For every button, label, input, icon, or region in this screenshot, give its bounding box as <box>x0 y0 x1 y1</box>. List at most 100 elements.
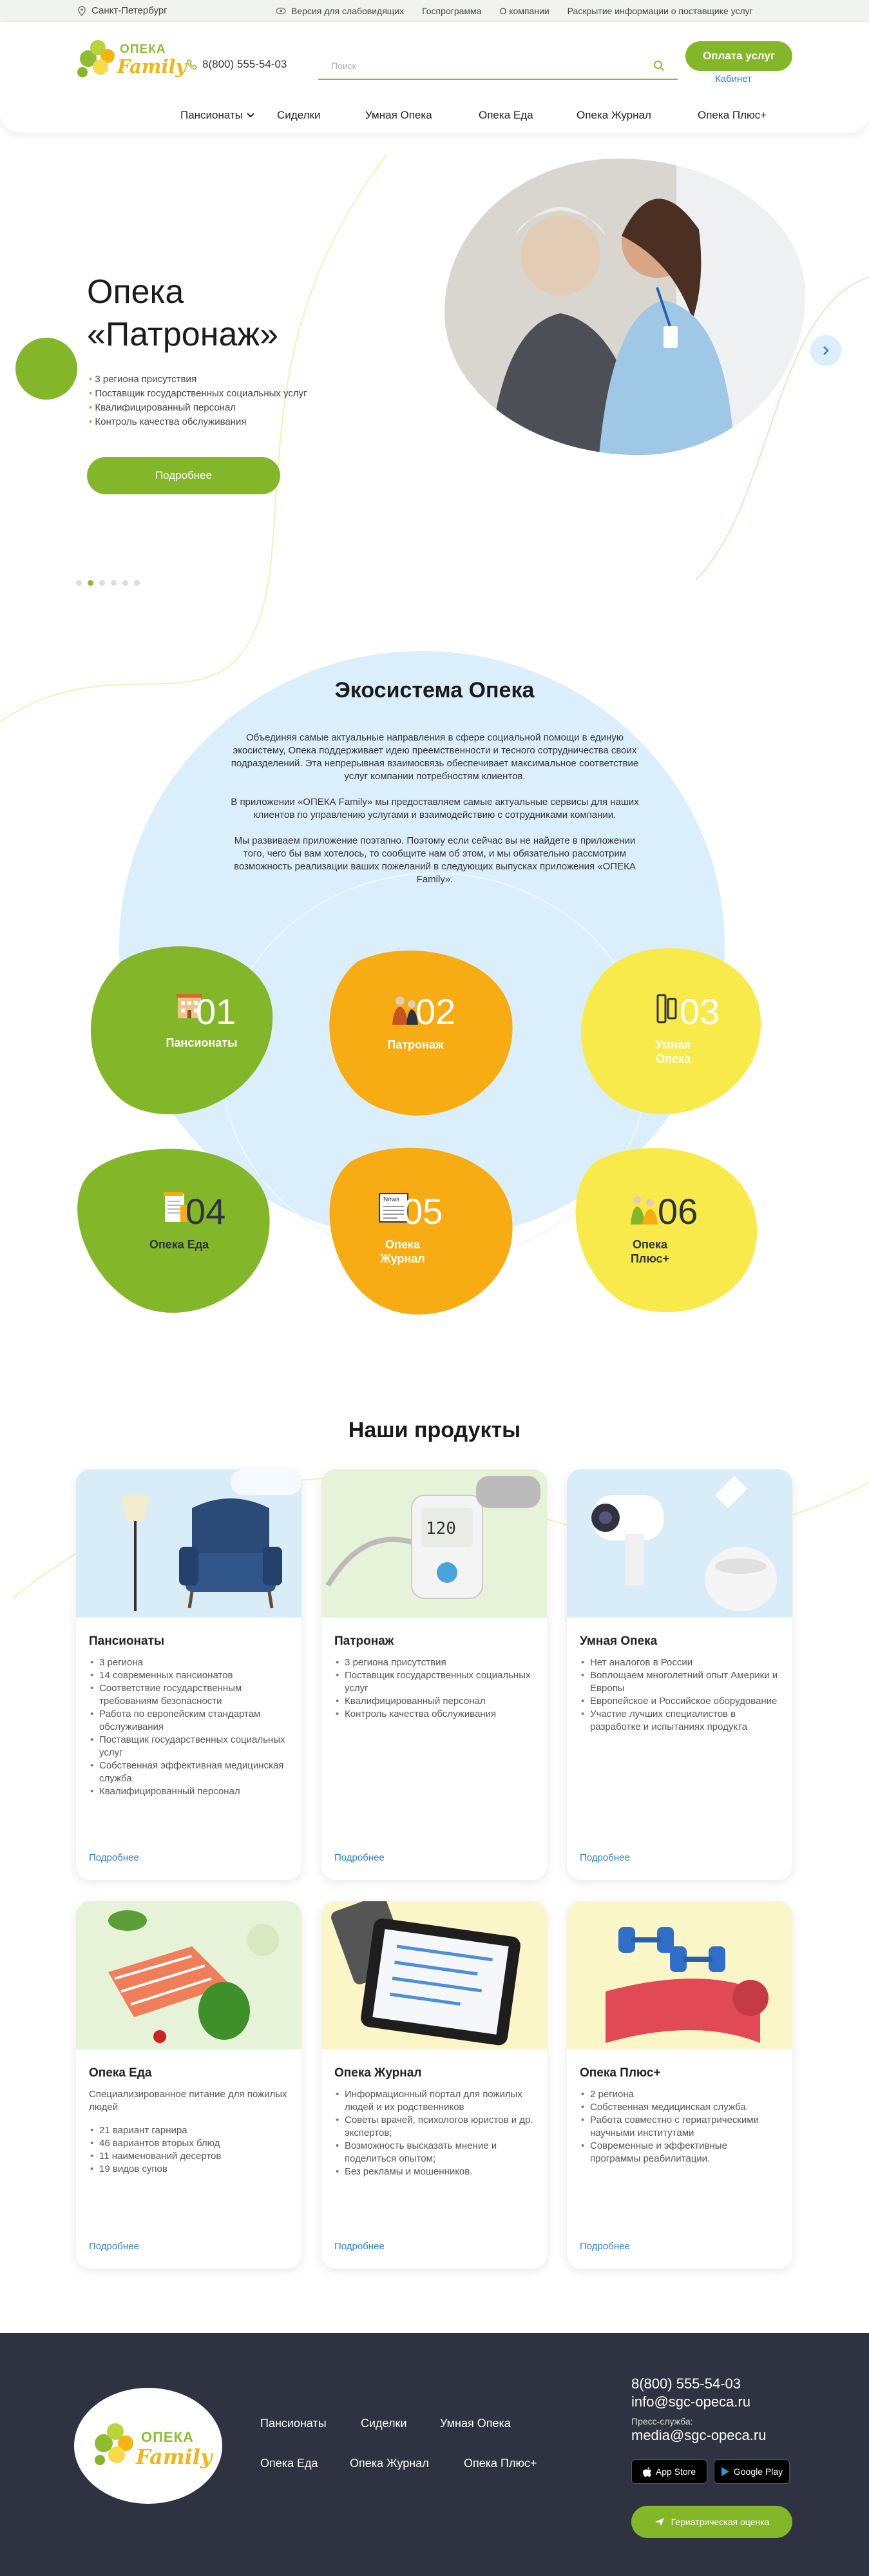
card-more-link[interactable]: Подробнее <box>580 2241 630 2252</box>
header-phone[interactable]: 8(800) 555-54-03 <box>187 58 287 71</box>
svg-text:News: News <box>383 1196 399 1203</box>
card-more-link[interactable]: Подробнее <box>89 1852 139 1863</box>
card-list-item: Без рекламы и мошенников. <box>334 2165 534 2178</box>
blob-shape <box>90 946 273 1114</box>
card-more-link[interactable]: Подробнее <box>334 1852 385 1863</box>
blob-path <box>329 1147 513 1315</box>
card-list-item: Возможность высказать мнение и поделитьс… <box>334 2140 534 2165</box>
blob-path <box>329 950 513 1116</box>
search-icon[interactable] <box>653 60 665 72</box>
slider-dot[interactable] <box>88 580 93 586</box>
card-list-item: 3 региона <box>89 1656 289 1669</box>
camera-sensor-illustration <box>591 1476 777 1611</box>
footer-phone[interactable]: 8(800) 555-54-03 <box>631 2376 741 2392</box>
eco-label: Опека Плюс+ <box>630 1238 670 1265</box>
card-list-item: 11 наименований десертов <box>89 2150 289 2163</box>
product-card-patronage[interactable]: 120 Патронаж 3 региона присутствия Поста… <box>321 1469 547 1880</box>
product-card-smart-care[interactable]: Умная Опека Нет аналогов в России Воплощ… <box>567 1469 792 1880</box>
card-image <box>76 1469 301 1618</box>
about-link[interactable]: О компании <box>499 6 549 16</box>
nav-item-smart-care[interactable]: Умная Опека <box>365 109 432 121</box>
search-input[interactable]: Поиск <box>318 53 678 80</box>
hero-side-badge <box>15 338 77 400</box>
card-title: Опека Журнал <box>334 2066 422 2080</box>
hero-title-line1: Опека <box>87 273 184 311</box>
googleplay-label: Google Play <box>733 2466 783 2477</box>
slider-dot[interactable] <box>134 580 140 586</box>
hero-bullet: Квалифицированный персонал <box>89 401 307 415</box>
footer-nav-food[interactable]: Опека Еда <box>260 2457 318 2470</box>
eco-item-plus[interactable]: 06 Опека Плюс+ <box>564 1136 763 1322</box>
card-list-item: Собственная эффективная медицинская служ… <box>89 1759 289 1785</box>
footer-nav-plus[interactable]: Опека Плюс+ <box>464 2457 537 2470</box>
tonometer-illustration: 120 <box>325 1476 540 1599</box>
nav-item-plus[interactable]: Опека Плюс+ <box>698 109 767 121</box>
gov-program-link[interactable]: Госпрограмма <box>422 6 482 16</box>
caregiver-photo-illustration <box>444 159 805 455</box>
eco-item-food[interactable]: 04 Опека Еда <box>76 1136 276 1322</box>
footer-email[interactable]: info@sgc-opeca.ru <box>631 2394 750 2410</box>
cabinet-link[interactable]: Кабинет <box>715 73 752 84</box>
slider-dot[interactable] <box>111 580 117 586</box>
card-list: Нет аналогов в России Воплощаем многолет… <box>580 1656 779 1734</box>
eco-item-journal[interactable]: News 05 Опека Журнал <box>319 1136 519 1322</box>
footer: ОПЕКА Family Пансионаты Сиделки Умная Оп… <box>0 2333 869 2576</box>
top-bar: Санкт-Петербург Версия для слабовидящих … <box>0 0 869 22</box>
card-list-item: Работа по европейским стандартам обслужи… <box>89 1708 289 1734</box>
card-more-link[interactable]: Подробнее <box>580 1852 630 1863</box>
nav-item-pensions[interactable]: Пансионаты <box>180 109 277 122</box>
hero-decor-lines <box>0 154 869 722</box>
product-card-plus[interactable]: Опека Плюс+ 2 региона Собственная медици… <box>567 1901 792 2269</box>
card-list-item: Квалифицированный персонал <box>89 1785 289 1798</box>
blob-shape <box>329 950 513 1116</box>
blob-shape <box>77 1148 270 1313</box>
nav-item-food[interactable]: Опека Еда <box>479 109 533 121</box>
eco-item-smart-care[interactable]: 03 Умная Опека <box>564 936 763 1123</box>
logo-bubbles <box>95 2423 133 2465</box>
footer-press-email[interactable]: media@sgc-opeca.ru <box>631 2427 767 2443</box>
product-card-journal[interactable]: Опека Журнал Информационный портал для п… <box>321 1901 547 2269</box>
nav-item-journal[interactable]: Опека Журнал <box>577 109 651 121</box>
appstore-button[interactable]: App Store <box>631 2459 707 2484</box>
eco-item-pensions[interactable]: 01 Пансионаты <box>76 936 276 1123</box>
city-label: Санкт-Петербург <box>91 5 167 16</box>
logo[interactable]: ОПЕКА Family <box>76 36 186 88</box>
card-more-link[interactable]: Подробнее <box>89 2241 139 2252</box>
slider-dot[interactable] <box>99 580 105 586</box>
product-card-pensions[interactable]: Пансионаты 3 региона 14 современных панс… <box>76 1469 301 1880</box>
slider-dot[interactable] <box>122 580 128 586</box>
ecosystem-description: Объединяя самые актуальные направления в… <box>229 731 641 899</box>
slider-dot[interactable] <box>76 580 82 586</box>
product-card-food[interactable]: Опека Еда Специализированное питание для… <box>76 1901 301 2269</box>
arrow-right-icon <box>823 346 829 355</box>
accessibility-link[interactable]: Версия для слабовидящих <box>276 6 404 16</box>
footer-contacts: 8(800) 555-54-03 info@sgc-opeca.ru Пресс… <box>631 2375 766 2445</box>
pay-services-button[interactable]: Оплата услуг <box>685 41 792 71</box>
logo-bottom-text: Family <box>117 55 187 77</box>
phone-icon <box>187 59 197 70</box>
card-list: 3 региона присутствия Поставщик государс… <box>334 1656 534 1721</box>
footer-nav-smart-care[interactable]: Умная Опека <box>440 2417 511 2430</box>
footer-nav-journal[interactable]: Опека Журнал <box>350 2457 429 2470</box>
card-image <box>76 1901 301 2049</box>
card-list: 3 региона 14 современных пансионатов Соо… <box>89 1656 289 1798</box>
city-selector[interactable]: Санкт-Петербург <box>77 5 167 16</box>
nav-item-caregivers[interactable]: Сиделки <box>277 109 321 121</box>
ecosystem-paragraph: Мы развиваем приложение поэтапно. Поэтом… <box>234 835 636 885</box>
footer-nav-caregivers[interactable]: Сиделки <box>361 2417 407 2430</box>
googleplay-button[interactable]: Google Play <box>714 2459 790 2484</box>
eco-number: 03 <box>680 991 720 1032</box>
geriatric-assessment-button[interactable]: Гериатрическая оценка <box>631 2506 792 2538</box>
slider-next-button[interactable] <box>810 335 841 366</box>
eye-icon <box>276 7 286 15</box>
card-more-link[interactable]: Подробнее <box>334 2241 385 2252</box>
hero-title: Опека «Патронаж» <box>87 271 278 356</box>
card-list-item: Контроль качества обслуживания <box>334 1708 534 1721</box>
disclosure-link[interactable]: Раскрытие информации о поставщике услуг <box>567 6 753 16</box>
card-title: Умная Опека <box>580 1634 658 1648</box>
eco-item-patronage[interactable]: 02 Патронаж <box>319 936 519 1123</box>
footer-nav-pensions[interactable]: Пансионаты <box>260 2417 327 2430</box>
footer-logo[interactable]: ОПЕКА Family <box>74 2388 222 2504</box>
blob-path <box>77 1148 270 1313</box>
hero-more-button[interactable]: Подробнее <box>87 457 280 494</box>
